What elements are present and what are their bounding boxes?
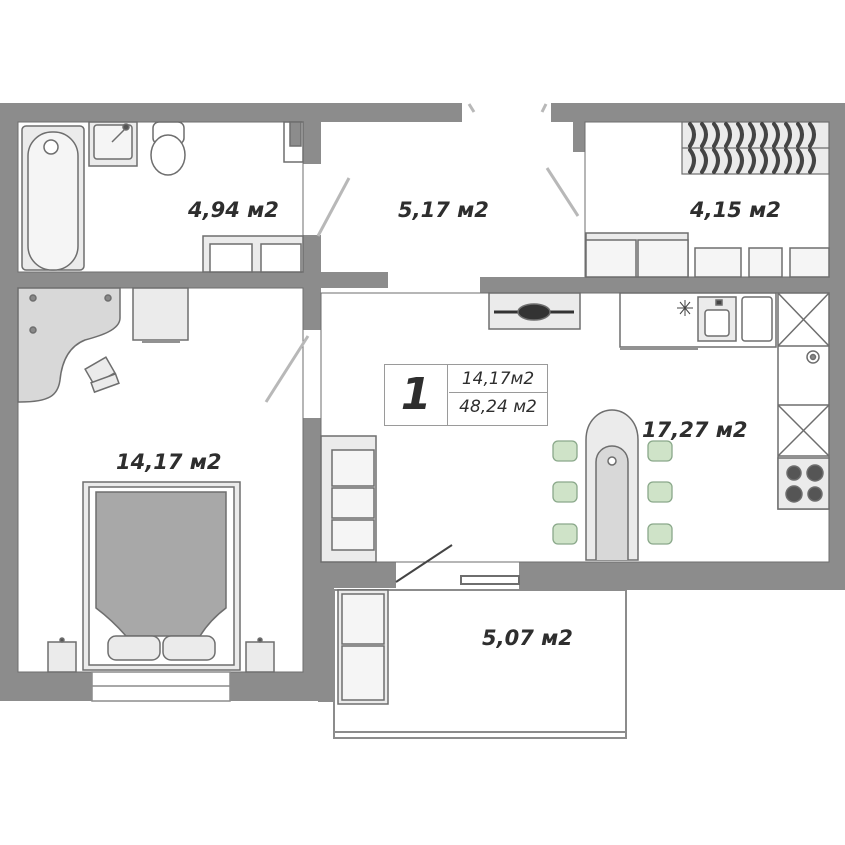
hangers [688, 122, 816, 174]
apartment-info-box: 1 14,17м2 48,24 м2 [384, 364, 548, 426]
walls [0, 103, 845, 702]
bed [82, 481, 241, 671]
desk [17, 287, 121, 403]
stove [777, 457, 830, 510]
bathroom-niche [283, 121, 304, 163]
wardrobe-area-label: 4,15 м2 [690, 198, 781, 222]
balcony-outline [333, 589, 627, 739]
room-count: 1 [385, 365, 448, 425]
bedroom-area-label: 14,17 м2 [116, 450, 222, 474]
balcony-door [395, 544, 520, 585]
balcony-cabinet [337, 589, 389, 705]
kitchen-area-label: 17,27 м2 [642, 418, 748, 442]
dining-table [585, 409, 639, 561]
toilet [150, 121, 186, 176]
sink [88, 121, 138, 167]
kitchen-counter [619, 292, 777, 350]
chair [84, 356, 120, 394]
total-area: 48,24 м2 [459, 397, 537, 417]
hallway-area-label: 5,17 м2 [398, 198, 489, 222]
balcony-area-label: 5,07 м2 [482, 626, 573, 650]
nightstands [47, 637, 275, 673]
range-hood [488, 292, 581, 330]
cabinet [132, 287, 189, 343]
washing-machine-boxes [202, 235, 304, 273]
bedroom-window [91, 671, 231, 702]
bathroom-area-label: 4,94 м2 [188, 198, 279, 222]
dining-chairs [552, 440, 673, 545]
door-swings [264, 103, 580, 403]
wardrobe-boxes [585, 232, 830, 278]
bathtub [21, 125, 85, 271]
living-area: 14,17м2 [449, 369, 547, 393]
hall-closet [320, 435, 377, 563]
